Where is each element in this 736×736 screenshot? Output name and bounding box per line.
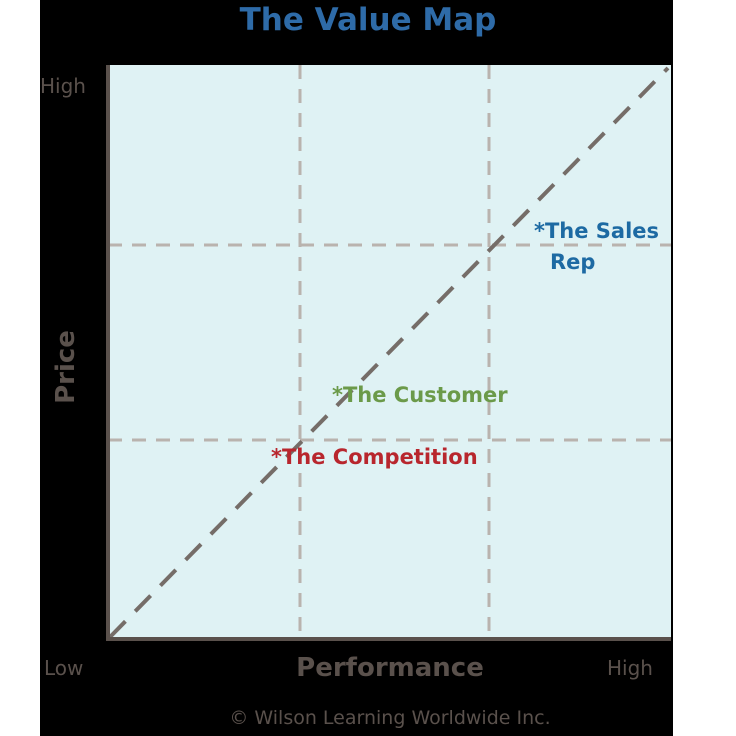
x-axis-low-label: Low [44, 656, 84, 680]
diagram-title: The Value Map [239, 2, 497, 38]
sales-rep-label-line1: *The Sales [534, 219, 660, 243]
sales-rep-label-line2: Rep [550, 250, 596, 274]
x-axis-high-label: High [607, 656, 653, 680]
y-axis-title: Price [51, 330, 81, 404]
customer-label: *The Customer [332, 383, 508, 407]
competition-label: *The Competition [271, 445, 478, 469]
y-axis-high-label: High [40, 74, 86, 98]
gridlines [108, 65, 671, 638]
value-diagonal-line [108, 66, 670, 639]
x-axis-title: Performance [296, 653, 484, 683]
copyright-notice: © Wilson Learning Worldwide Inc. [229, 707, 551, 729]
